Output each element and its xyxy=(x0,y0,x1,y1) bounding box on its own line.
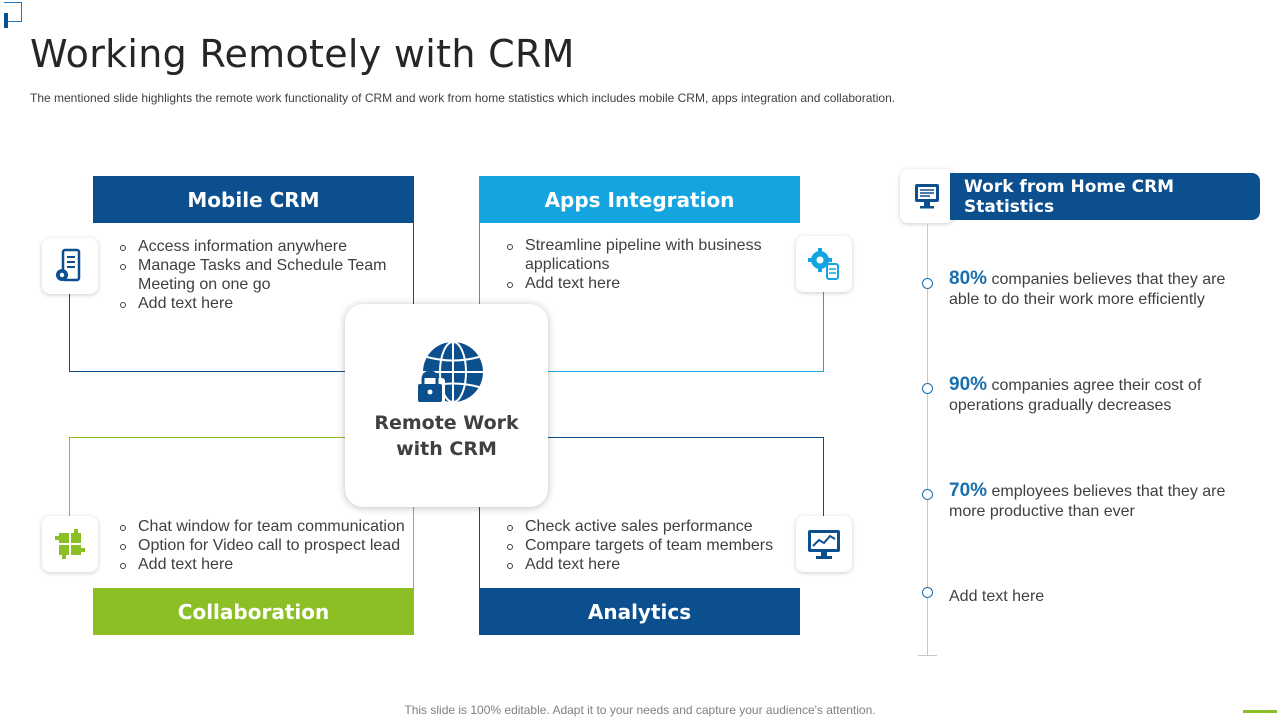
center-card: Remote Work with CRM xyxy=(345,304,548,507)
apps-integration-tile xyxy=(796,236,852,292)
mobile-settings-icon xyxy=(56,248,81,282)
stat-item: Add text here xyxy=(949,587,1249,607)
stat-item: 80% companies believes that they are abl… xyxy=(949,269,1249,310)
stat-description: companies agree their cost of operations… xyxy=(949,377,1202,414)
stats-icon-tile xyxy=(900,169,954,223)
connector-analytics xyxy=(548,437,824,545)
mobile-crm-tile xyxy=(42,238,98,294)
timeline-dot xyxy=(922,278,933,289)
list-item: Add text here xyxy=(506,274,786,293)
list-item: Access information anywhere xyxy=(119,237,404,256)
collaboration-bullets: Chat window for team communication Optio… xyxy=(119,517,409,574)
puzzle-hands-icon xyxy=(55,529,85,559)
stat-percentage: 80% xyxy=(949,268,988,289)
stat-description: companies believes that they are able to… xyxy=(949,271,1226,308)
list-item: Option for Video call to prospect lead xyxy=(119,536,409,555)
collaboration-header: Collaboration xyxy=(93,588,414,635)
computer-screen-icon xyxy=(915,184,939,209)
list-item: Add text here xyxy=(506,555,791,574)
analytics-header: Analytics xyxy=(479,588,800,635)
mobile-crm-header: Mobile CRM xyxy=(93,176,414,223)
gear-database-icon xyxy=(808,248,839,280)
list-item: Add text here xyxy=(119,294,404,313)
connector-collab xyxy=(69,437,345,545)
connector-apps xyxy=(548,265,824,372)
footer-accent-bar xyxy=(1243,710,1277,713)
connector-analytics-bottom xyxy=(479,507,480,588)
page-subtitle: The mentioned slide highlights the remot… xyxy=(30,91,896,105)
connector-mobile xyxy=(69,265,345,372)
mobile-crm-bullets: Access information anywhere Manage Tasks… xyxy=(119,237,404,313)
list-item: Compare targets of team members xyxy=(506,536,791,555)
stats-timeline-cap xyxy=(918,655,937,656)
apps-integration-bullets: Streamline pipeline with business applic… xyxy=(506,236,786,293)
connector-collab-bottom xyxy=(413,507,414,588)
globe-lock-icon xyxy=(415,341,483,404)
monitor-chart-icon xyxy=(808,530,840,559)
stat-item: 70% employees believes that they are mor… xyxy=(949,481,1249,522)
apps-integration-header: Apps Integration xyxy=(479,176,800,223)
analytics-tile xyxy=(796,516,852,572)
footer-note: This slide is 100% editable. Adapt it to… xyxy=(404,703,876,717)
list-item: Chat window for team communication xyxy=(119,517,409,536)
stat-percentage: 70% xyxy=(949,480,988,501)
timeline-dot xyxy=(922,587,933,598)
stat-description: employees believes that they are more pr… xyxy=(949,483,1226,520)
stats-timeline xyxy=(927,224,928,656)
stats-header: Work from Home CRM Statistics xyxy=(950,173,1260,220)
timeline-dot xyxy=(922,383,933,394)
timeline-dot xyxy=(922,489,933,500)
list-item: Add text here xyxy=(119,555,409,574)
corner-decoration xyxy=(4,2,22,22)
stat-item: 90% companies agree their cost of operat… xyxy=(949,375,1249,416)
center-label: Remote Work with CRM xyxy=(374,412,519,460)
connector-mobile-top xyxy=(413,222,414,304)
list-item: Check active sales performance xyxy=(506,517,791,536)
list-item: Streamline pipeline with business applic… xyxy=(506,236,786,274)
connector-apps-top xyxy=(479,222,480,304)
page-title: Working Remotely with CRM xyxy=(30,32,575,76)
corner-accent-bar xyxy=(4,13,8,28)
stat-description: Add text here xyxy=(949,588,1045,605)
stat-percentage: 90% xyxy=(949,374,988,395)
list-item: Manage Tasks and Schedule Team Meeting o… xyxy=(119,256,404,294)
collaboration-tile xyxy=(42,516,98,572)
analytics-bullets: Check active sales performance Compare t… xyxy=(506,517,791,574)
